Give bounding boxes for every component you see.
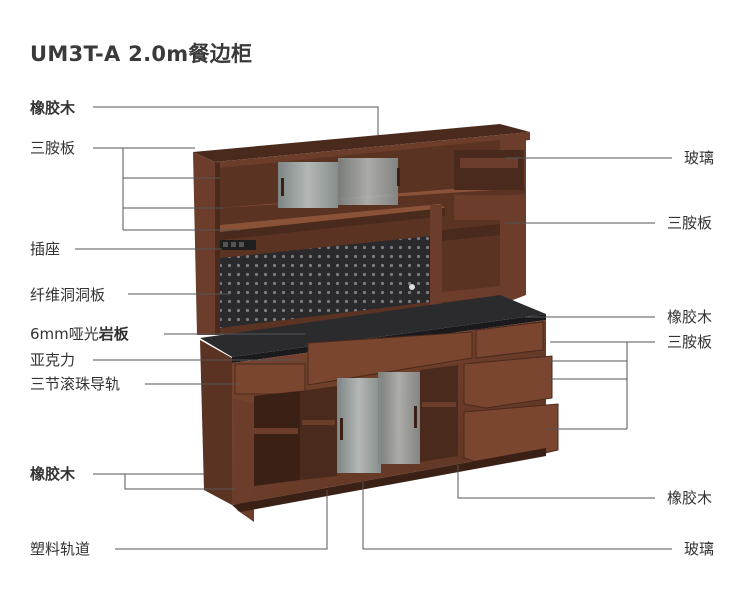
label-rubberwood-bottom: 橡胶木 bbox=[30, 465, 76, 483]
label-socket: 插座 bbox=[30, 240, 61, 258]
label-plastic-track: 塑料轨道 bbox=[30, 540, 91, 558]
page-title: UM3T-A 2.0m餐边柜 bbox=[30, 42, 253, 66]
label-rock-slab-prefix: 6mm哑光 bbox=[30, 325, 99, 343]
label-rock-slab: 6mm哑光岩板 bbox=[30, 325, 129, 343]
label-ball-rail: 三节滚珠导轨 bbox=[30, 375, 121, 393]
label-acrylic: 亚克力 bbox=[30, 351, 76, 369]
label-fiber-pegboard: 纤维洞洞板 bbox=[30, 286, 106, 304]
label-rubberwood-mid: 橡胶木 bbox=[667, 308, 713, 326]
label-triple-board-left: 三胺板 bbox=[30, 139, 76, 157]
label-glass-bottom: 玻璃 bbox=[684, 540, 715, 558]
leader-lines bbox=[75, 106, 672, 550]
label-rubberwood-bottom-right: 橡胶木 bbox=[667, 489, 713, 507]
hutch-section bbox=[193, 124, 530, 335]
label-glass-top: 玻璃 bbox=[684, 149, 715, 167]
label-rubberwood-top: 橡胶木 bbox=[30, 99, 76, 117]
lower-cabinet bbox=[200, 320, 559, 522]
label-triple-board-upper: 三胺板 bbox=[667, 214, 713, 232]
label-triple-board-lower: 三胺板 bbox=[667, 333, 713, 351]
label-rock-slab-bold: 岩板 bbox=[98, 325, 129, 343]
